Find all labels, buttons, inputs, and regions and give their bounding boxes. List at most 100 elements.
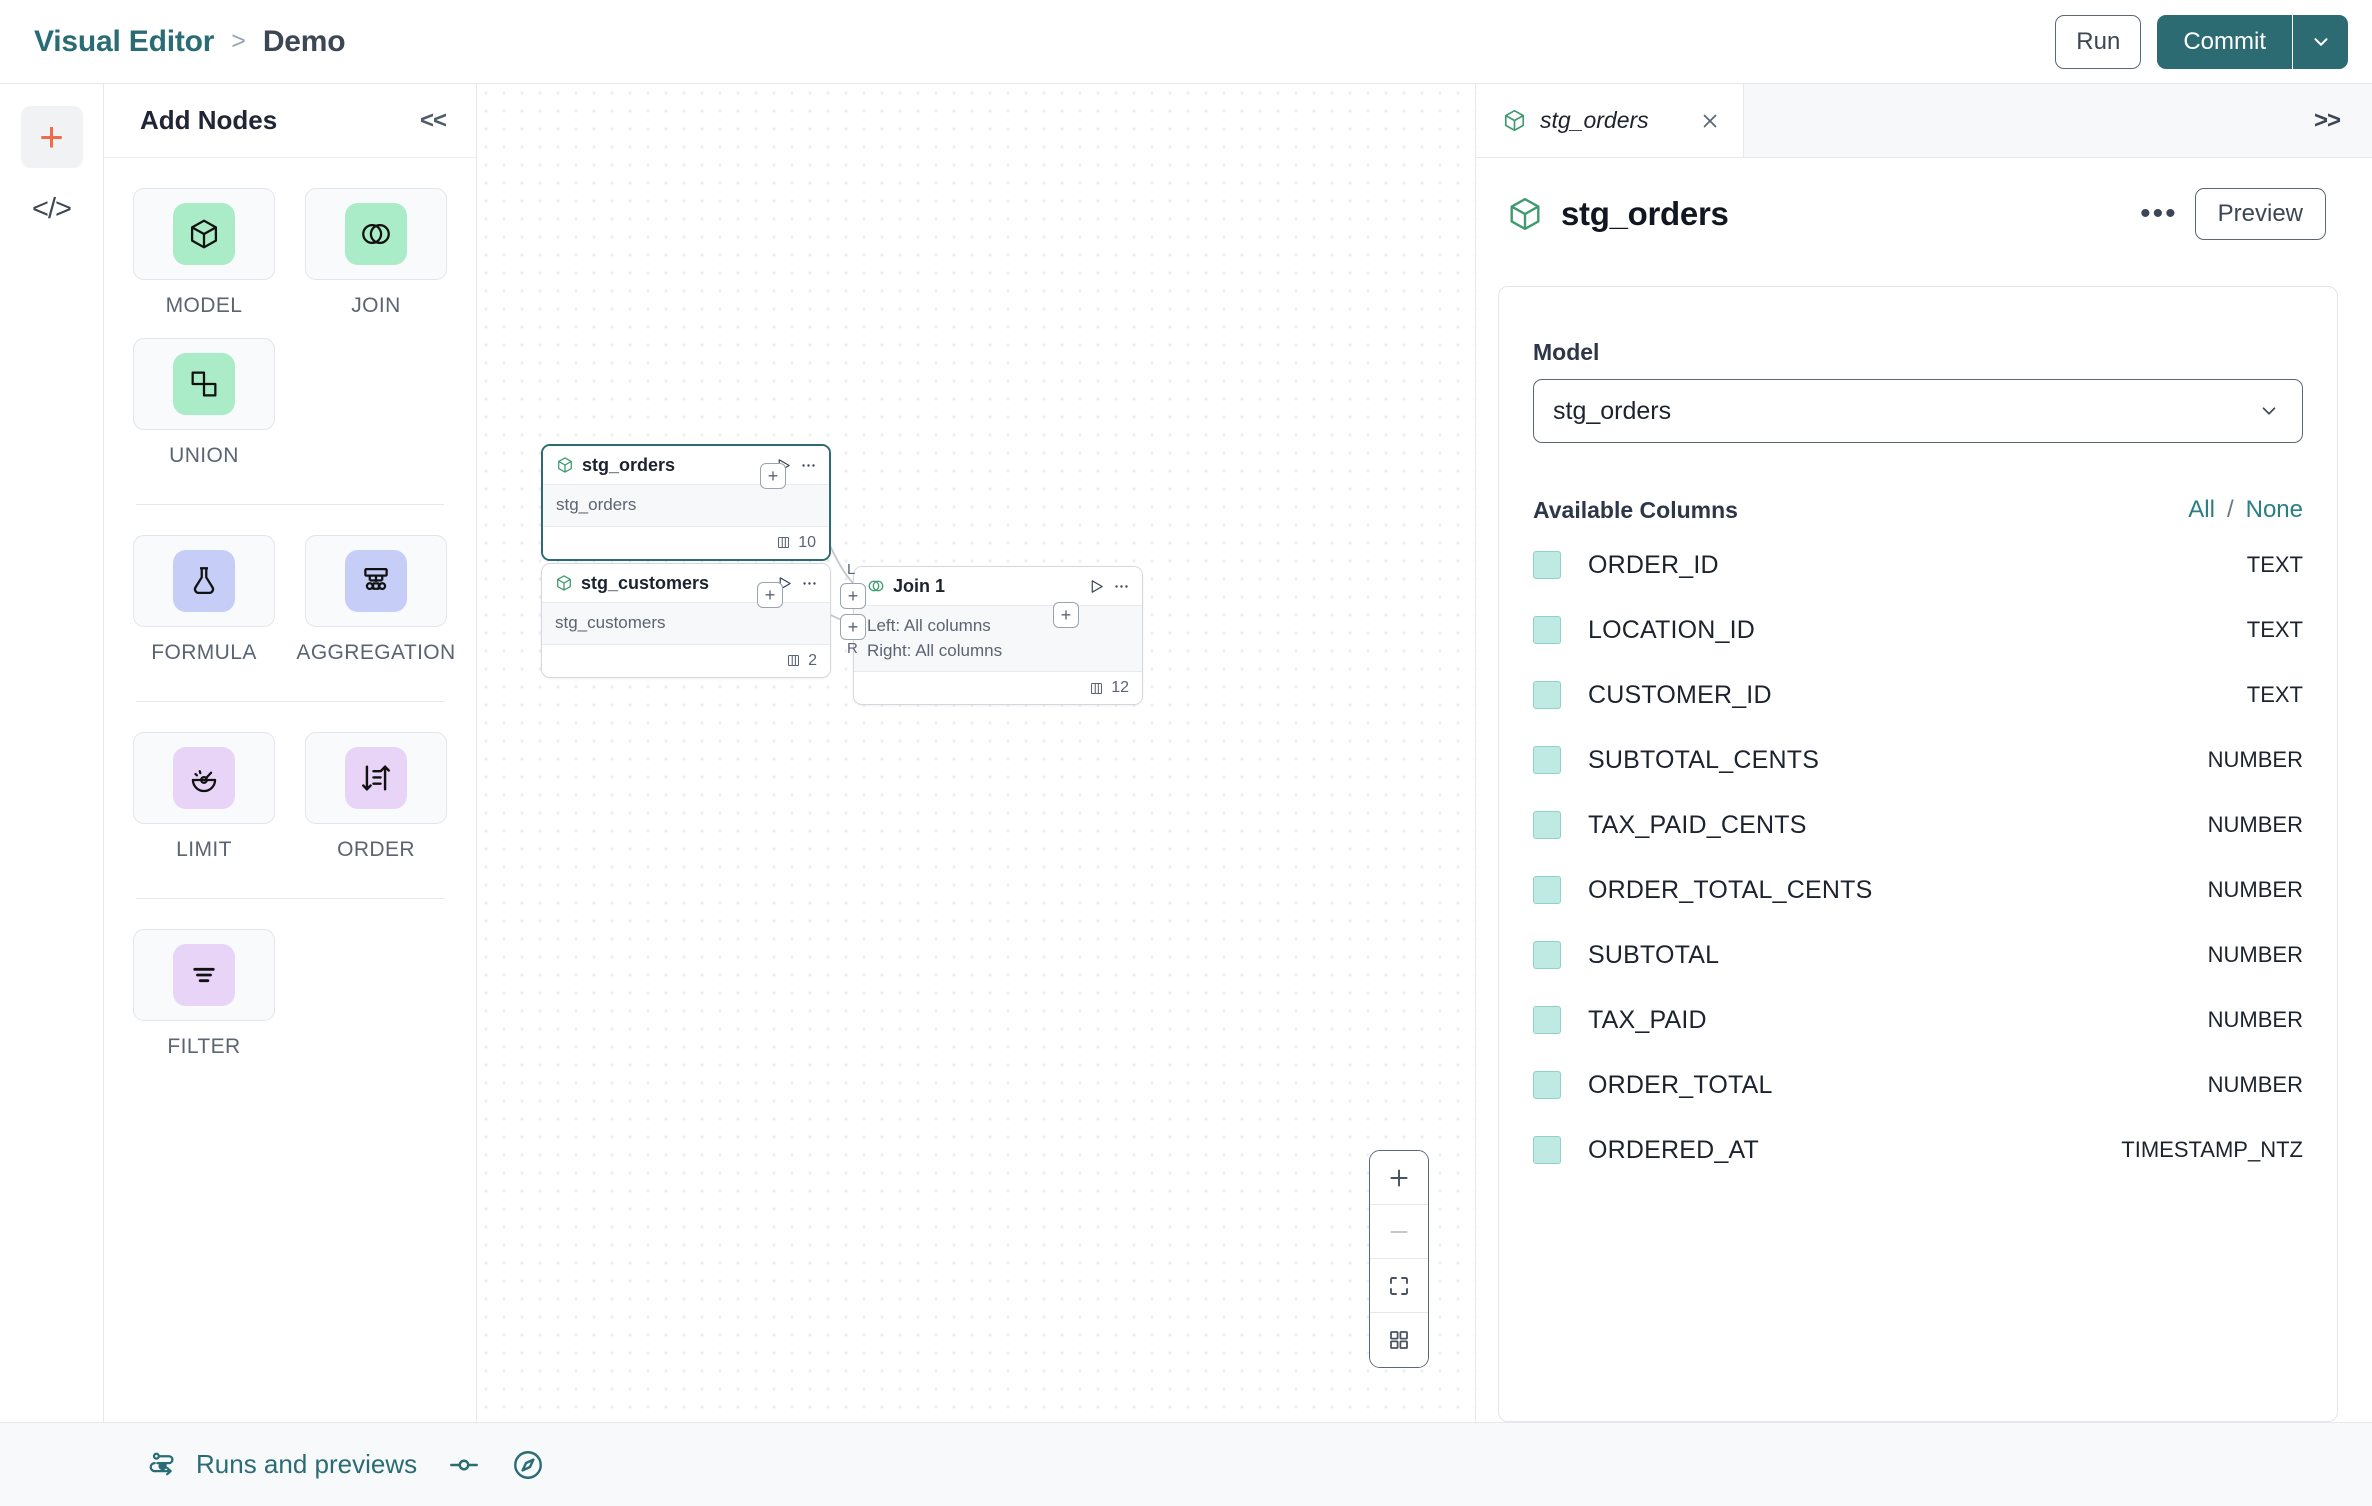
node-output-port-stg-orders[interactable]: +: [760, 463, 786, 489]
available-columns-title: Available Columns: [1533, 496, 1738, 523]
flow-canvas[interactable]: stg_orders stg_orders 10 +: [477, 84, 1476, 1422]
join-output-port[interactable]: +: [1053, 602, 1079, 628]
commit-dropdown-button[interactable]: [2292, 14, 2348, 69]
palette-item-order[interactable]: ORDER: [305, 732, 447, 862]
join-input-port-left[interactable]: +: [840, 583, 866, 609]
palette-item-aggregation[interactable]: AGGREGATION: [296, 535, 455, 665]
palette-item-union[interactable]: UNION: [133, 338, 275, 468]
palette-item-model[interactable]: MODEL: [133, 188, 275, 318]
column-checkbox[interactable]: [1533, 1006, 1561, 1034]
close-icon[interactable]: [1699, 110, 1721, 132]
venn-circles-icon: [362, 223, 390, 245]
column-name: SUBTOTAL: [1588, 940, 1720, 969]
palette-tile-filter[interactable]: [133, 929, 275, 1021]
zoom-in-button[interactable]: [1370, 1151, 1428, 1205]
add-nodes-rail-button[interactable]: +: [20, 106, 83, 168]
palette-item-limit[interactable]: LIMIT: [133, 732, 275, 862]
palette-tile-order[interactable]: [305, 732, 447, 824]
palette-label-model: MODEL: [165, 294, 243, 317]
canvas-node-stg-orders[interactable]: stg_orders stg_orders 10: [541, 444, 831, 561]
model-field-label: Model: [1533, 339, 1600, 365]
node-title: stg_orders: [582, 454, 676, 475]
select-none-columns-link[interactable]: None: [2245, 496, 2303, 523]
column-checkbox[interactable]: [1533, 551, 1561, 579]
column-row[interactable]: SUBTOTAL NUMBER: [1533, 931, 2303, 979]
node-menu-button[interactable]: [800, 457, 817, 474]
palette-tile-limit[interactable]: [133, 732, 275, 824]
palette-item-join[interactable]: JOIN: [305, 188, 447, 318]
canvas-node-stg-customers[interactable]: stg_customers stg_customers 2: [541, 563, 831, 678]
column-checkbox[interactable]: [1533, 876, 1561, 904]
palette-divider-1: [136, 504, 444, 505]
palette-tile-formula[interactable]: [133, 535, 275, 627]
palette-label-order: ORDER: [337, 838, 415, 861]
minimap-toggle-button[interactable]: [1370, 1313, 1428, 1367]
column-checkbox[interactable]: [1533, 1071, 1561, 1099]
column-checkbox[interactable]: [1533, 746, 1561, 774]
runs-and-previews-button[interactable]: Runs and previews: [148, 1449, 417, 1481]
palette-tile-model[interactable]: [133, 188, 275, 280]
node-menu-button[interactable]: [801, 575, 818, 592]
canvas-node-join-1[interactable]: Join 1 Left: All columns Right: All colu…: [853, 566, 1143, 706]
zoom-out-button[interactable]: [1370, 1205, 1428, 1259]
add-nodes-panel: Add Nodes << MODEL: [104, 84, 477, 1422]
palette-tile-join[interactable]: [305, 188, 447, 280]
inspector-tab-stg-orders[interactable]: stg_orders: [1476, 84, 1744, 157]
preview-button[interactable]: Preview: [2194, 188, 2326, 240]
palette-tile-union[interactable]: [133, 338, 275, 430]
slider-toggle-icon: [450, 1459, 479, 1470]
toggle-panel-button[interactable]: [447, 1448, 481, 1482]
collapse-panel-button[interactable]: <<: [419, 106, 447, 134]
page-title: stg_orders: [1561, 195, 1729, 232]
column-type: NUMBER: [2207, 877, 2303, 902]
palette-tile-aggregation[interactable]: [305, 535, 447, 627]
node-column-count: 10: [798, 533, 816, 551]
cube-icon: [190, 219, 218, 249]
palette-item-filter[interactable]: FILTER: [133, 929, 275, 1059]
palette-label-join: JOIN: [351, 294, 401, 317]
node-body-line-left: Left: All columns: [867, 616, 991, 635]
cube-icon: [557, 575, 571, 591]
filter-icon: [193, 967, 215, 983]
column-checkbox[interactable]: [1533, 616, 1561, 644]
fit-view-button[interactable]: [1370, 1259, 1428, 1313]
bottom-status-bar: Runs and previews: [0, 1422, 2372, 1506]
column-checkbox[interactable]: [1533, 681, 1561, 709]
compass-button[interactable]: [511, 1448, 545, 1482]
inspector-tab-label: stg_orders: [1540, 107, 1649, 133]
columns-icon: [1091, 682, 1103, 694]
column-type: NUMBER: [2207, 942, 2303, 967]
inspector-more-button[interactable]: •••: [2140, 197, 2178, 230]
column-checkbox[interactable]: [1533, 811, 1561, 839]
node-menu-button[interactable]: [1113, 578, 1130, 595]
model-select-value: stg_orders: [1553, 396, 1672, 425]
node-run-button[interactable]: [1088, 578, 1105, 595]
palette-item-formula[interactable]: FORMULA: [133, 535, 275, 665]
breadcrumb: Visual Editor > Demo: [34, 24, 346, 59]
node-header: Join 1: [854, 567, 1142, 606]
column-type: NUMBER: [2207, 812, 2303, 837]
select-all-columns-link[interactable]: All: [2188, 496, 2215, 523]
column-checkbox[interactable]: [1533, 941, 1561, 969]
model-select[interactable]: stg_orders: [1533, 379, 2303, 443]
code-view-rail-button[interactable]: </>: [21, 178, 83, 240]
commit-button[interactable]: Commit: [2157, 14, 2292, 69]
column-checkbox[interactable]: [1533, 1136, 1561, 1164]
node-output-port-stg-customers[interactable]: +: [757, 582, 783, 608]
expand-panel-button[interactable]: >>: [2313, 106, 2341, 134]
run-button[interactable]: Run: [2055, 14, 2142, 69]
breadcrumb-root-link[interactable]: Visual Editor: [34, 24, 215, 58]
inspector-tab-bar: stg_orders >>: [1476, 84, 2372, 158]
join-input-port-right[interactable]: +: [840, 614, 866, 640]
